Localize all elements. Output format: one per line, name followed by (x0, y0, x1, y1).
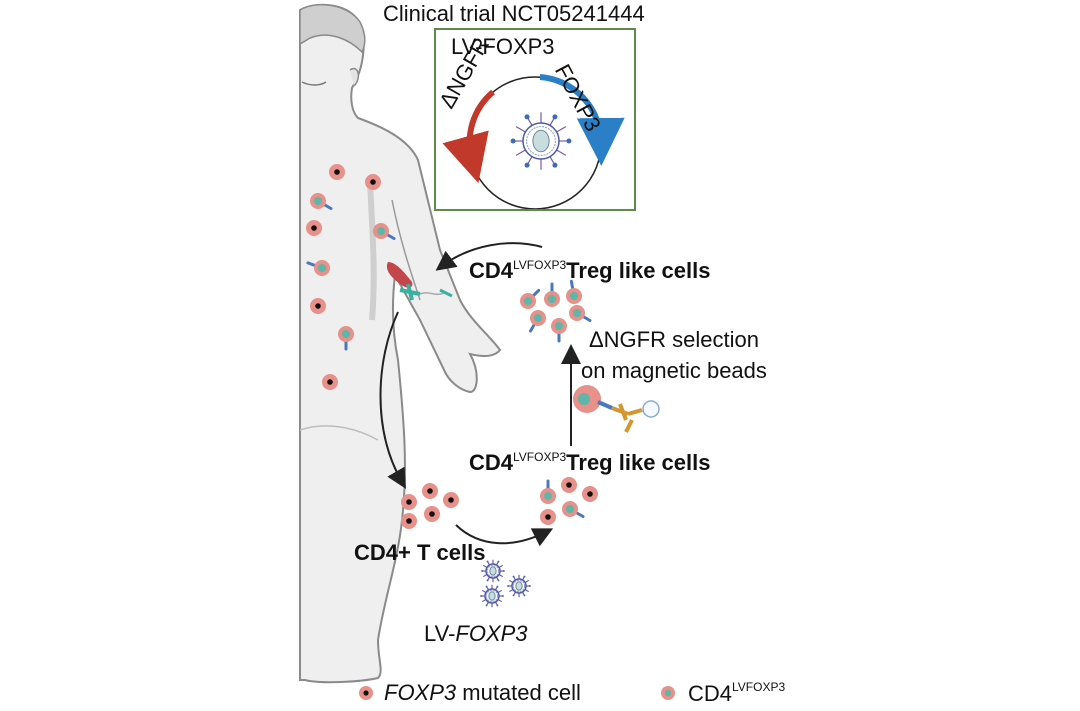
mutated-cell (424, 506, 440, 522)
transduced-cell (338, 326, 354, 351)
vector-label: LV-FOXP3 (451, 34, 555, 59)
mutated-cell (540, 509, 556, 525)
magnetic-bead-selection-icon (573, 385, 660, 433)
hair (299, 3, 366, 54)
arm-inner (391, 199, 421, 301)
mixed-transduced-cluster (540, 477, 598, 525)
ngfr-arrow (442, 89, 495, 184)
patient-body (299, 3, 502, 684)
mutated-cell (582, 486, 598, 502)
transduced-cell (306, 260, 330, 276)
transduced-cell (520, 288, 541, 309)
leg-line (299, 425, 379, 441)
mutated-cell (310, 298, 326, 314)
transduced-cell (569, 305, 592, 322)
treg-label-top: CD4LVFOXP3Treg like cells (469, 258, 711, 283)
mutated-cell (422, 483, 438, 499)
legend-icons (359, 686, 675, 700)
lentivirus-icon (510, 112, 572, 170)
mutated-cell (561, 477, 577, 493)
mutated-cell (401, 494, 417, 510)
arrow-to-cd4 (379, 311, 406, 489)
blood-drop-icon (386, 262, 413, 288)
arrow-transduction (455, 524, 554, 547)
transduced-cell (544, 282, 560, 307)
vector-box (434, 28, 636, 211)
lentivirus-icon (480, 584, 504, 608)
transduced-cell (373, 223, 396, 240)
legend-item-mutated: FOXP3 mutated cell (384, 680, 581, 705)
torso-fold (367, 179, 377, 321)
body-cells (306, 164, 396, 390)
mutated-cell (365, 174, 381, 190)
transduced-cell (562, 501, 585, 518)
lentivirus-icon (481, 559, 505, 583)
transduced-cell (529, 310, 546, 333)
closed-eye (301, 81, 327, 86)
transduced-cell (551, 318, 567, 343)
mutated-cell (329, 164, 345, 180)
iv-needle-icon (399, 283, 421, 301)
blood-draw (386, 262, 453, 301)
lentivirus-icon (507, 574, 531, 598)
transduced-cell (566, 279, 582, 304)
cd4-t-cell-cluster (401, 483, 459, 529)
body-silhouette (299, 3, 502, 684)
treg-label-mid: CD4LVFOXP3Treg like cells (469, 450, 711, 475)
treg-selected-cluster (520, 279, 592, 343)
free-lentiviruses (480, 559, 531, 608)
lentivirus-icon (510, 112, 572, 170)
lv-foxp3-label: LV-FOXP3 (424, 621, 528, 646)
foxp3-arrow (539, 74, 625, 166)
mutated-cell (306, 220, 322, 236)
mutated-cell (443, 492, 459, 508)
mutated-cell (401, 513, 417, 529)
diagram-title: Clinical trial NCT05241444 (383, 1, 645, 26)
transduced-cell (540, 479, 556, 504)
cd4-t-cells-label: CD4+ T cells (354, 540, 486, 565)
mutated-cell (322, 374, 338, 390)
legend-item-transduced: CD4LVFOXP3 (688, 680, 786, 706)
transduced-cell (310, 193, 333, 210)
arrow-reinfusion (435, 242, 543, 271)
ear (349, 67, 360, 87)
